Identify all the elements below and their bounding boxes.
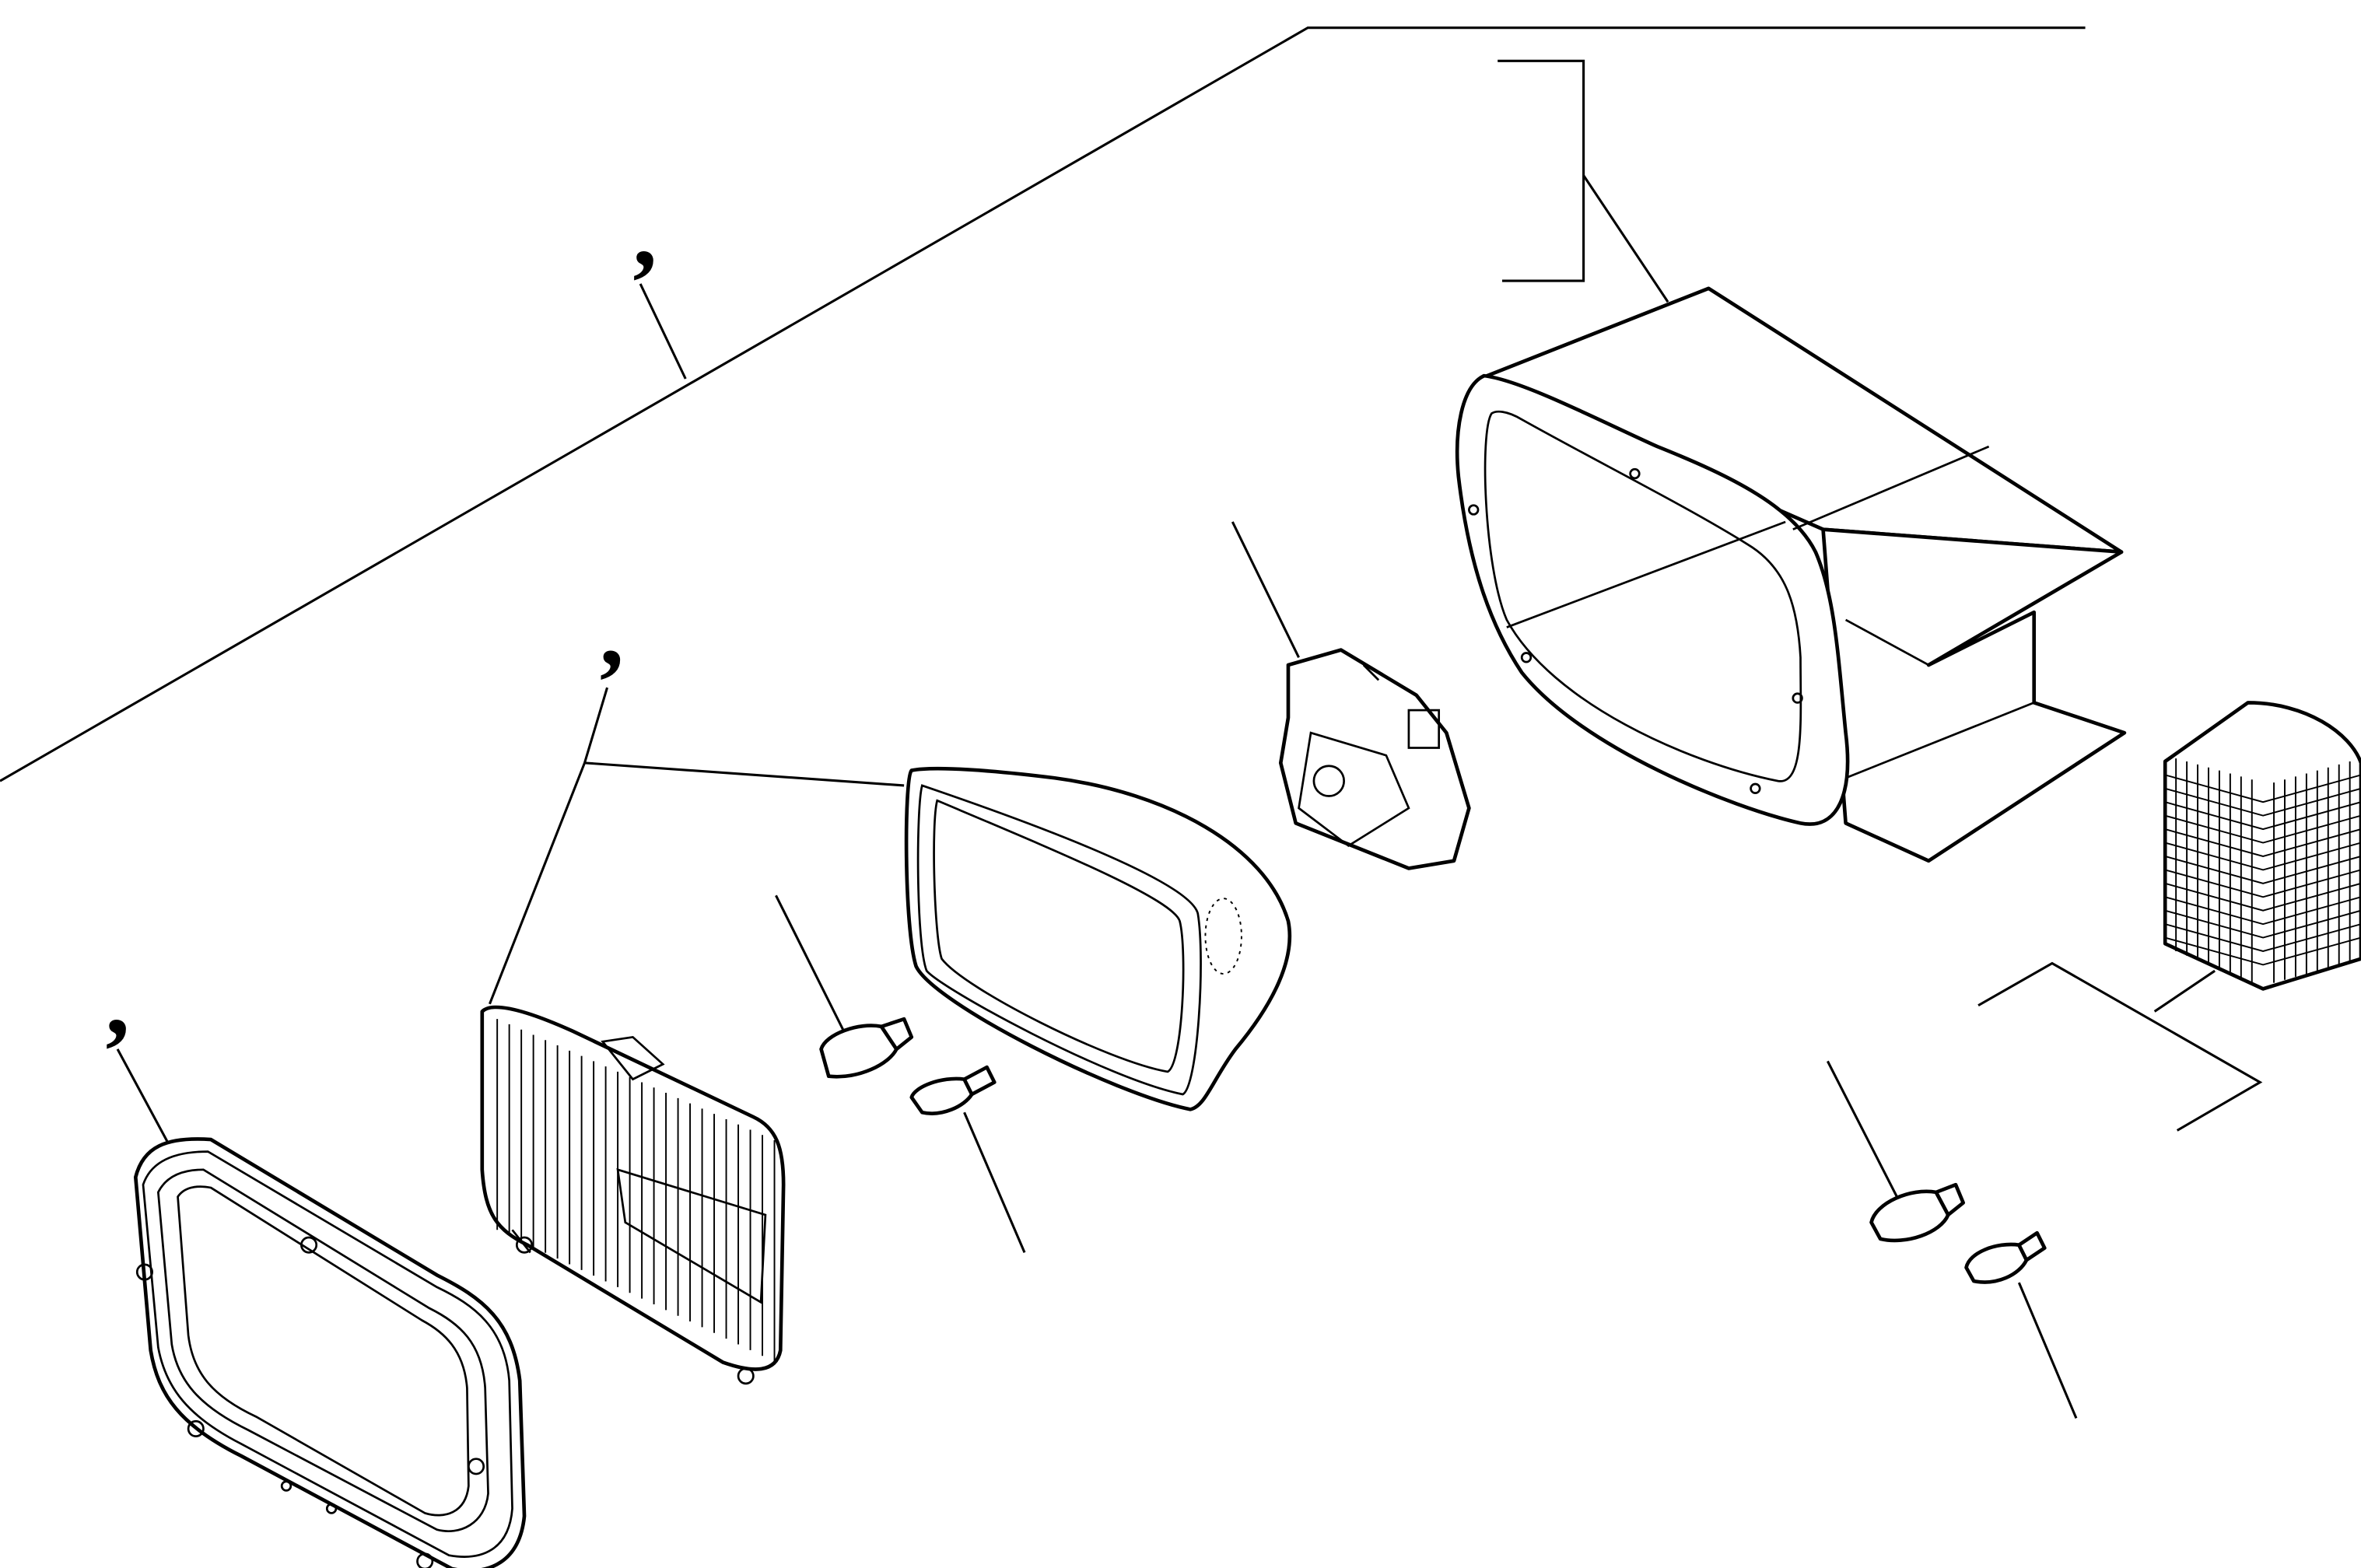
bulb-left-1: [775, 894, 914, 1079]
headlamp-bezel: [133, 1137, 527, 1568]
bulb-right-2: [1964, 1230, 2078, 1419]
assembly-leader: [0, 26, 2086, 782]
callout-lens: ,: [600, 579, 624, 686]
headlamp-lens: [480, 1005, 786, 1385]
headlamp-housing: [1455, 286, 2127, 863]
bulb-socket-connector: [1231, 521, 1471, 870]
bulb-right-1: [1826, 1060, 1966, 1243]
callout-assembly: ,: [632, 180, 657, 287]
marker-leader: [1977, 961, 2263, 1132]
callout-bezel: ,: [106, 949, 130, 1055]
housing-leader: [1498, 59, 1669, 303]
reflector-bucket: [904, 766, 1292, 1111]
bezel-leader: [116, 1048, 172, 1148]
lens-leader: [489, 687, 905, 1005]
side-marker-lamp: [2163, 701, 2361, 991]
bulb-left-2: [909, 1065, 1026, 1253]
